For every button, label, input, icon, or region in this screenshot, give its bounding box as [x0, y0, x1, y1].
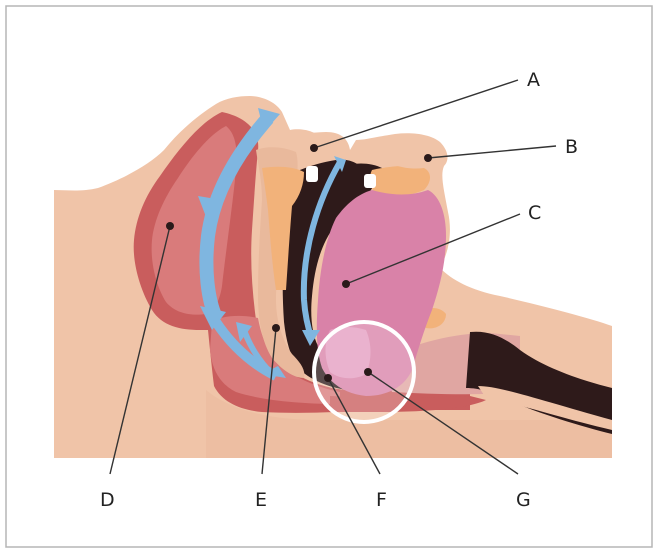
- label-f: F: [376, 489, 387, 511]
- upper-tooth: [306, 166, 318, 182]
- label-g: G: [516, 489, 531, 511]
- label-d: D: [100, 489, 115, 511]
- label-c: C: [528, 202, 541, 224]
- label-e: E: [255, 489, 267, 511]
- lower-tooth: [364, 174, 376, 188]
- label-a: A: [527, 69, 540, 91]
- label-b: B: [565, 136, 578, 158]
